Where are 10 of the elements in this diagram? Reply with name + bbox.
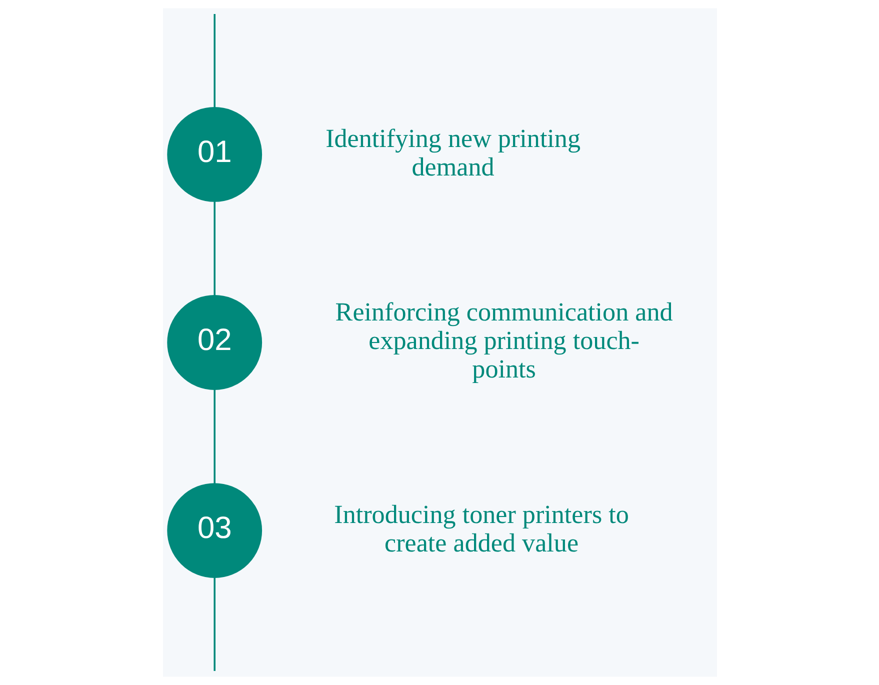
node-label: Reinforcing communication and expanding printing touch-points	[334, 298, 672, 384]
connector	[213, 578, 215, 671]
connector	[213, 14, 215, 108]
node-circle: 01	[166, 107, 262, 202]
connector	[213, 202, 215, 296]
node-circle: 03	[166, 483, 262, 578]
connector	[213, 390, 215, 484]
node-label: Introducing toner printers to create added value	[334, 500, 628, 558]
node-circle: 02	[166, 295, 262, 390]
node-label: Identifying new printing demand	[325, 124, 580, 182]
